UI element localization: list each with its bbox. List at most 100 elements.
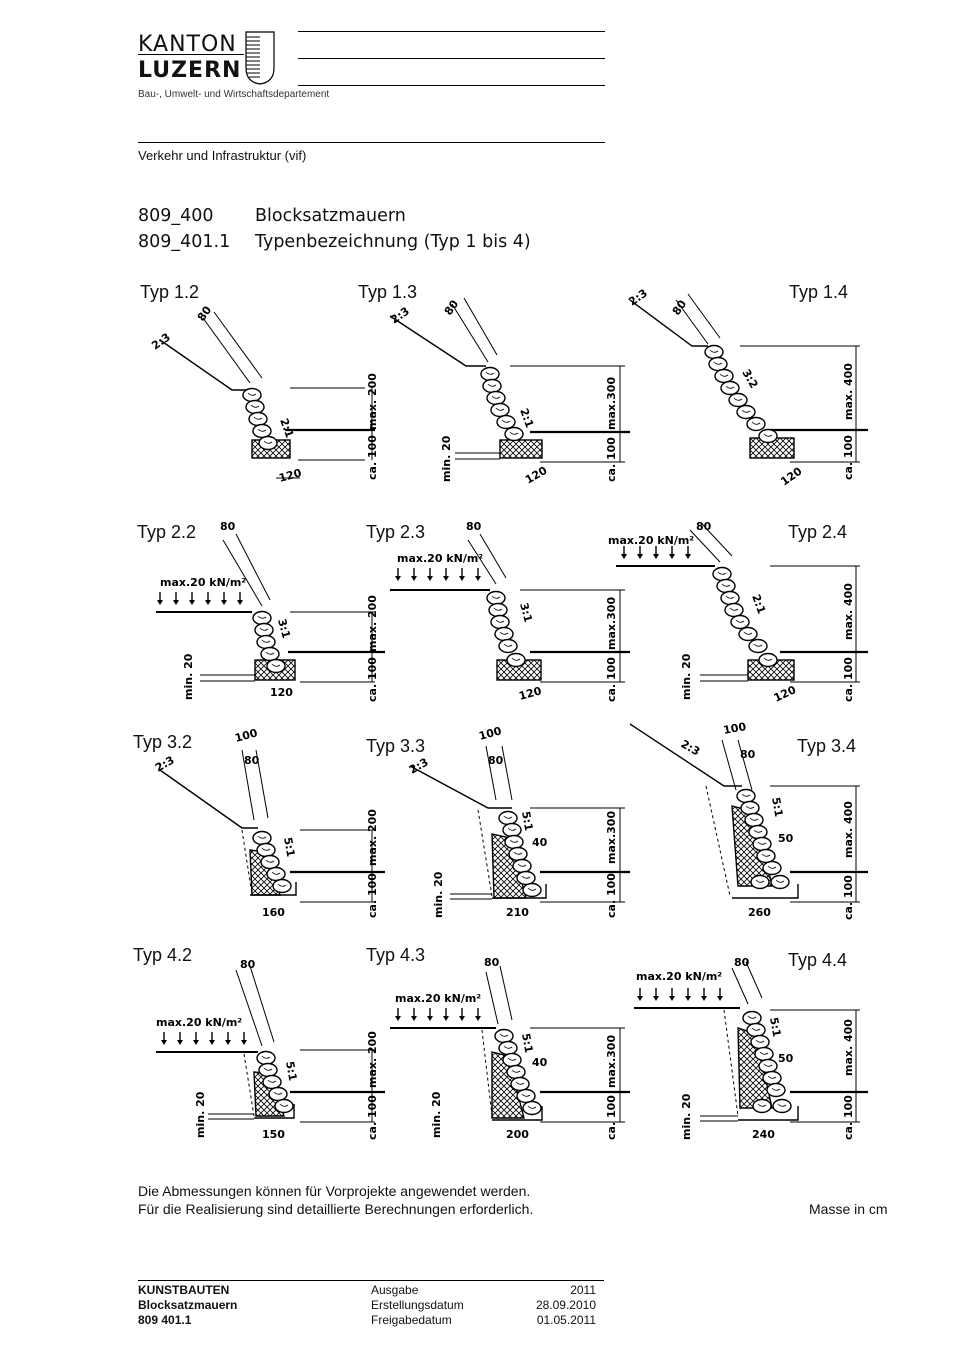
width-label: 240 (752, 1128, 775, 1141)
dim-label: 80 (488, 754, 504, 767)
header-line (298, 85, 605, 86)
dim-label: 50 (778, 832, 794, 845)
height-label: max. 400 (842, 1019, 855, 1076)
load-label: max.20 kN/m² (608, 534, 694, 547)
title-text-2: Typenbezeichnung (Typ 1 bis 4) (255, 232, 531, 252)
incline-label: 5:1 (769, 796, 785, 818)
height-label: ca. 100 (605, 1095, 618, 1140)
footer-label-released: Freigabedatum (371, 1313, 452, 1327)
incline-label: 3:2 (739, 367, 760, 391)
width-label: 120 (772, 683, 799, 705)
width-label: 200 (506, 1128, 529, 1141)
header-line (298, 58, 605, 59)
division-line (138, 142, 605, 143)
width-label: 120 (778, 464, 805, 488)
incline-label: 3:1 (275, 617, 293, 639)
dim-label: 80 (740, 748, 756, 761)
department-name: Bau-, Umwelt- und Wirtschaftsdepartement (138, 89, 330, 100)
title-code-1: 809_400 (138, 206, 214, 226)
load-label: max.20 kN/m² (395, 992, 481, 1005)
division-name: Verkehr und Infrastruktur (vif) (138, 148, 307, 163)
title-code-2: 809_401.1 (138, 232, 231, 252)
min-label: min. 20 (680, 1093, 693, 1140)
height-label: max.300 (605, 597, 618, 650)
height-label: max. 400 (842, 801, 855, 858)
incline-label: 5:1 (283, 1060, 299, 1082)
footer-label-issue: Ausgabe (371, 1283, 419, 1297)
load-label: max.20 kN/m² (156, 1016, 242, 1029)
height-label: ca. 100 (842, 1095, 855, 1140)
footer-number: 809 401.1 (138, 1313, 192, 1327)
type-label-3-4: Typ 3.4 (797, 736, 857, 756)
height-label: max. 400 (842, 363, 855, 420)
dim-label: 80 (195, 303, 215, 323)
footer-released: 01.05.2011 (536, 1313, 596, 1327)
incline-label: 2:1 (749, 593, 768, 616)
height-label: ca. 100 (605, 657, 618, 702)
type-label-2-2: Typ 2.2 (137, 522, 197, 542)
type-label-1-3: Typ 1.3 (358, 282, 418, 302)
slope-label: 2:3 (153, 753, 177, 774)
height-label: max. 200 (366, 809, 379, 866)
height-label: ca. 100 (842, 875, 855, 920)
type-label-4-3: Typ 4.3 (366, 945, 426, 965)
width-label: 120 (277, 466, 303, 485)
footer-subject: Blocksatzmauern (138, 1298, 238, 1312)
min-label: min. 20 (440, 435, 453, 482)
height-label: ca. 100 (842, 435, 855, 480)
note-line-1: Die Abmessungen können für Vorprojekte a… (138, 1183, 531, 1199)
width-label: 160 (262, 906, 285, 919)
type-label-4-4: Typ 4.4 (788, 950, 848, 970)
height-label: max.300 (605, 1035, 618, 1088)
note-line-2: Für die Realisierung sind detaillierte B… (138, 1201, 534, 1217)
units-note: Masse in cm (809, 1201, 888, 1217)
slope-label: 2:3 (388, 304, 412, 326)
dim-label: 80 (484, 956, 500, 969)
logo-divider (138, 54, 244, 55)
type-label-1-4: Typ 1.4 (789, 282, 849, 302)
dim-label: 80 (220, 520, 236, 533)
type-label-1-2: Typ 1.2 (140, 282, 200, 302)
height-label: ca. 100 (366, 435, 379, 480)
height-label: ca. 100 (605, 873, 618, 918)
dim-label: 80 (696, 520, 712, 533)
slope-label: 2:3 (626, 286, 650, 308)
type-label-3-3: Typ 3.3 (366, 736, 426, 756)
incline-label: 5:1 (281, 836, 297, 858)
dim-label: 100 (477, 724, 503, 743)
height-label: ca. 100 (605, 437, 618, 482)
load-label: max.20 kN/m² (160, 576, 246, 589)
dim-label: 100 (722, 720, 747, 737)
height-label: max.300 (605, 377, 618, 430)
slope-label: 2:3 (679, 737, 703, 758)
min-label: min. 20 (432, 871, 445, 918)
width-label: 260 (748, 906, 771, 919)
height-label: max. 200 (366, 595, 379, 652)
type-label-4-2: Typ 4.2 (133, 945, 193, 965)
width-label: 210 (506, 906, 529, 919)
dim-label: 80 (244, 754, 260, 767)
slope-label: 2:3 (149, 330, 173, 352)
width-label: 120 (523, 464, 550, 487)
dim-label: 80 (466, 520, 482, 533)
logo-luzern: LUZERN (138, 58, 242, 83)
width-label: 120 (270, 686, 293, 699)
coat-of-arms-icon (245, 31, 275, 85)
incline-label: 5:1 (767, 1016, 783, 1038)
footer-created: 28.09.2010 (535, 1298, 596, 1312)
width-label: 150 (262, 1128, 285, 1141)
min-label: min. 20 (194, 1091, 207, 1138)
dim-label: 50 (778, 1052, 794, 1065)
footer-issue: 2011 (570, 1283, 596, 1297)
height-label: ca. 100 (366, 657, 379, 702)
height-label: max.300 (605, 811, 618, 864)
footer-category: KUNSTBAUTEN (138, 1283, 230, 1297)
footer-label-created: Erstellungsdatum (371, 1298, 464, 1312)
min-label: min. 20 (182, 653, 195, 700)
dim-label: 40 (532, 836, 548, 849)
logo-kanton: KANTON (138, 32, 237, 57)
height-label: max. 200 (366, 373, 379, 430)
height-label: max. 400 (842, 583, 855, 640)
incline-label: 2:1 (517, 407, 536, 430)
